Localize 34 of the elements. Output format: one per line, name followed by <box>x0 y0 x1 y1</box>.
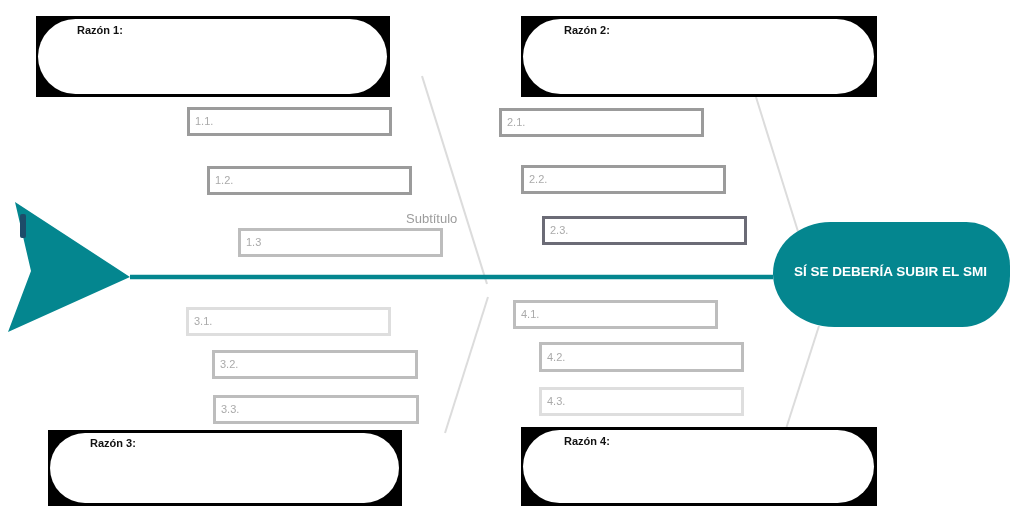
answer-box <box>186 307 391 336</box>
reason-label: Razón 3: <box>90 437 136 450</box>
answer-box <box>499 108 704 137</box>
answer-box <box>207 166 412 195</box>
effect-label: SÍ SE DEBERÍA SUBIR EL SMI <box>794 263 987 280</box>
item-number: 3.1. <box>194 315 213 328</box>
item-number: 1.1. <box>195 115 214 128</box>
item-number: 2.3. <box>550 224 569 237</box>
answer-box <box>187 107 392 136</box>
reason-label: Razón 4: <box>564 435 610 448</box>
item-number: 4.2. <box>547 350 566 364</box>
tail-triangle <box>8 202 130 332</box>
item-number: 2.1. <box>507 116 526 129</box>
answer-box <box>238 228 443 257</box>
item-number: 2.2. <box>529 173 548 186</box>
item-number: 4.3. <box>547 395 566 408</box>
answer-box <box>212 350 418 379</box>
answer-box <box>213 395 419 424</box>
subtitle-text: Subtítulo <box>406 211 458 226</box>
bone-line <box>785 324 820 428</box>
reason-label: Razón 1: <box>77 24 123 37</box>
answer-box <box>513 300 718 329</box>
item-number: 1.2. <box>215 174 234 187</box>
item-number: 4.1. <box>521 308 540 321</box>
answer-box <box>539 387 744 416</box>
answer-box <box>521 165 726 194</box>
item-number: 1.3 <box>246 236 262 249</box>
item-number: 3.2. <box>220 358 239 371</box>
answer-box <box>542 216 747 245</box>
item-number: 3.3. <box>221 403 240 416</box>
spine-line <box>130 274 773 280</box>
answer-box <box>539 342 744 372</box>
reason-label: Razón 2: <box>564 24 610 37</box>
bone-line <box>754 96 799 233</box>
